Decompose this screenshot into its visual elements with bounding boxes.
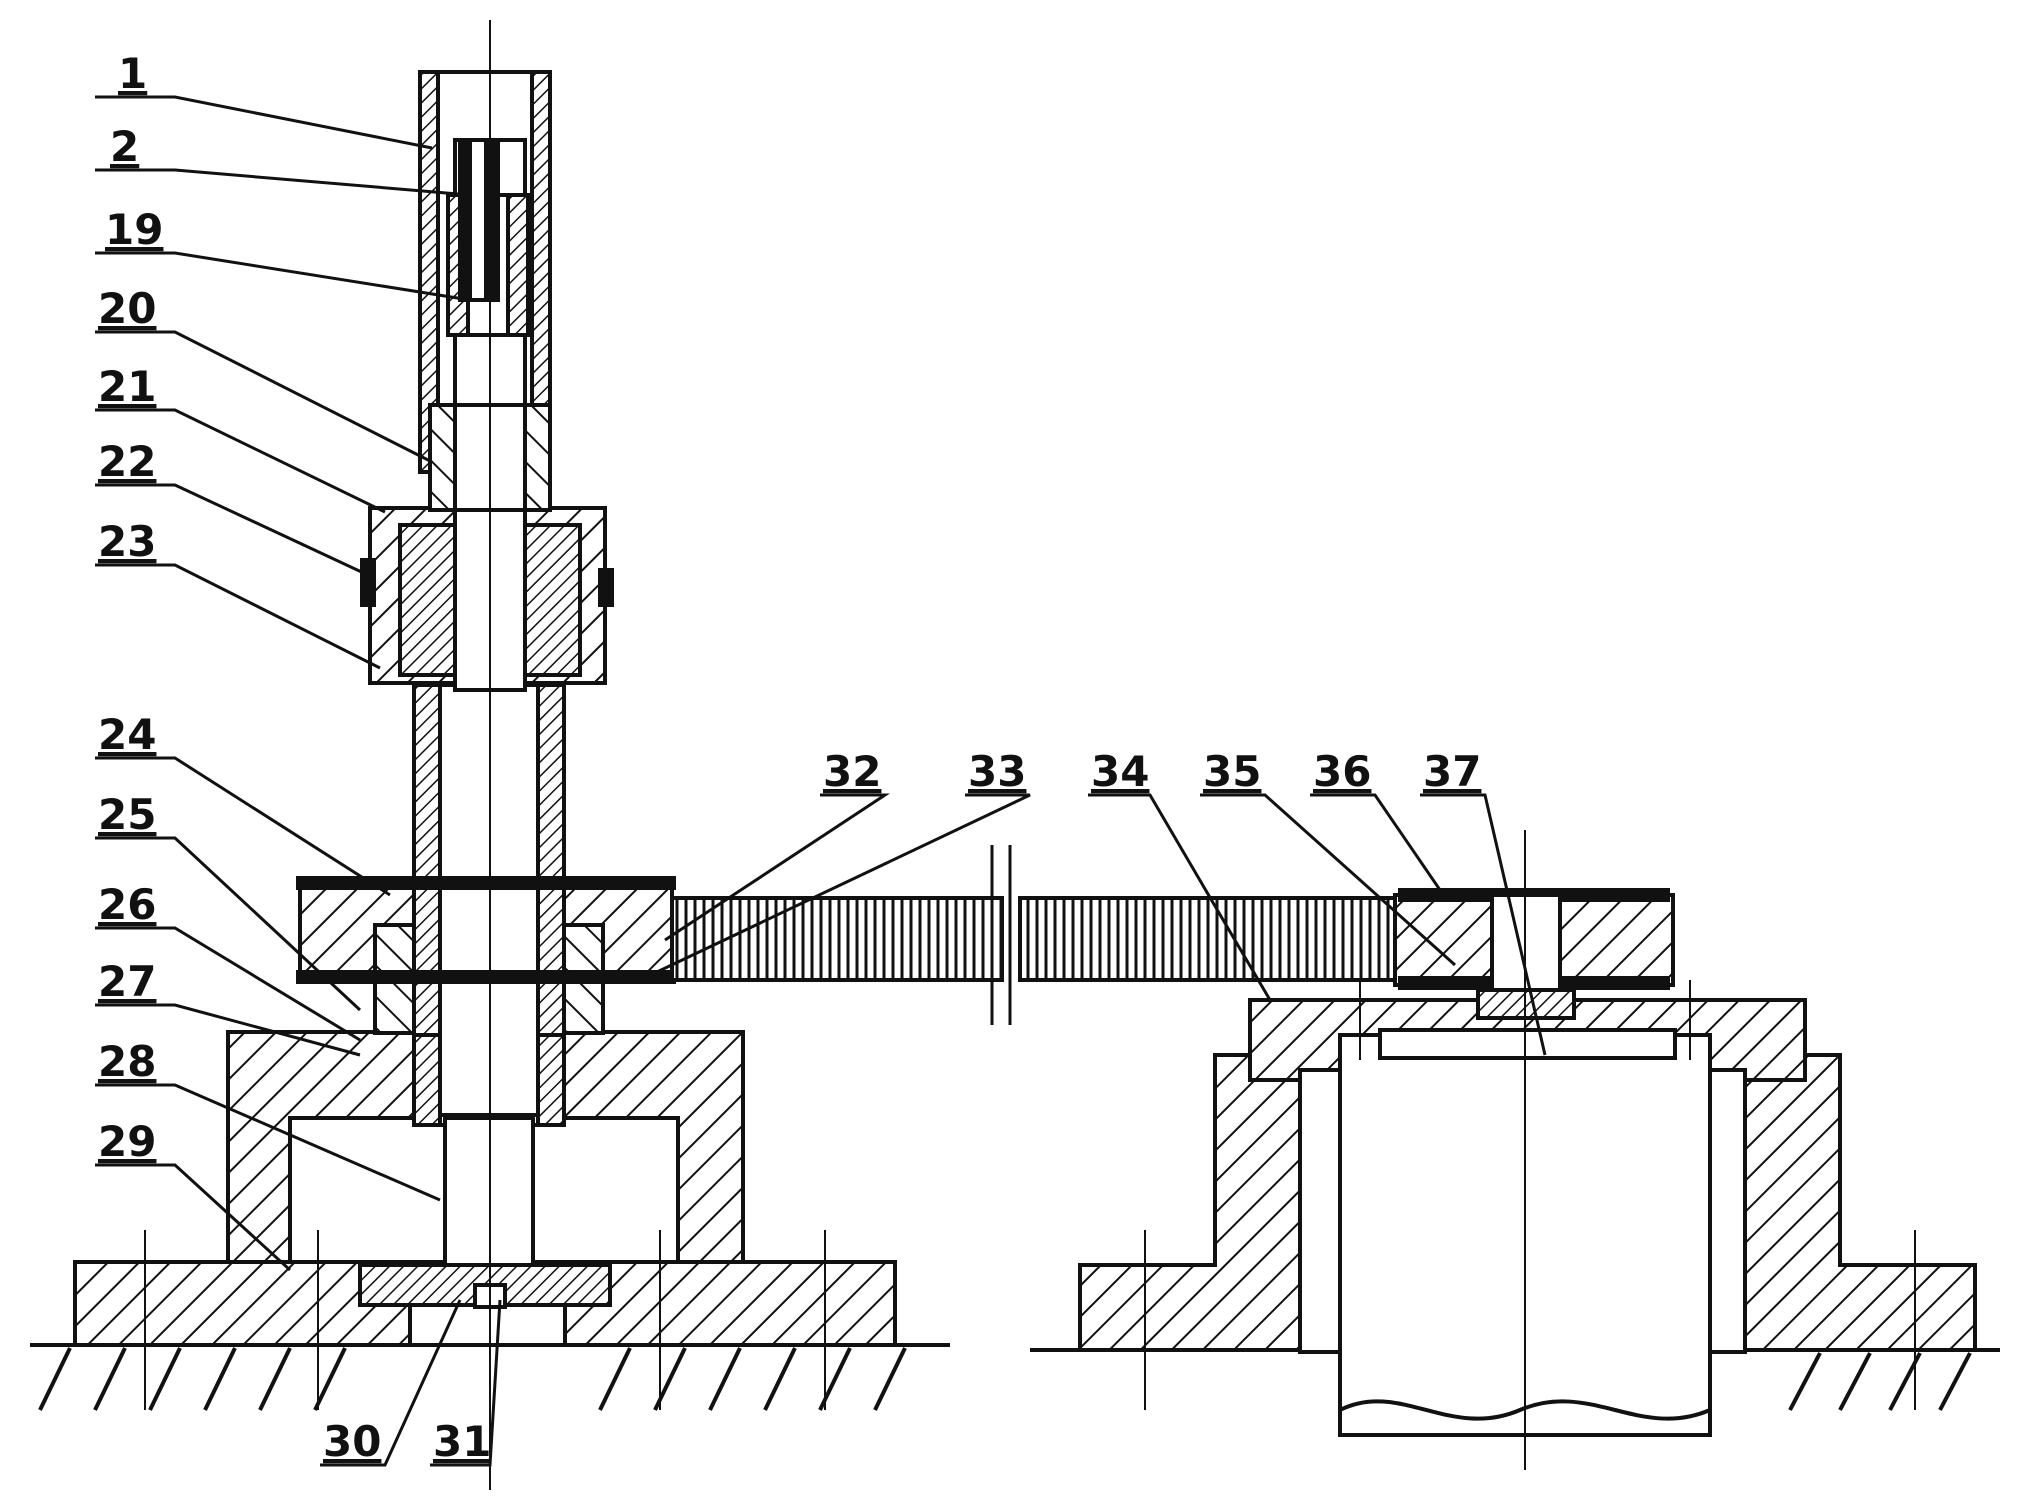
left-assembly	[30, 20, 950, 1490]
label-34: 34	[1091, 747, 1149, 796]
right-assembly	[1030, 830, 2000, 1470]
label-35: 35	[1203, 747, 1261, 796]
label-1: 1	[118, 49, 147, 98]
label-20: 20	[98, 284, 156, 333]
label-36: 36	[1313, 747, 1371, 796]
connecting-bar	[670, 845, 1397, 1025]
label-2: 2	[110, 122, 139, 171]
part-labels: 1 2 19 20 21 22 23 24 25 26 27 28 29 30 …	[98, 49, 1481, 1466]
label-28: 28	[98, 1037, 156, 1086]
label-21: 21	[98, 362, 156, 411]
label-30: 30	[323, 1417, 381, 1466]
label-29: 29	[98, 1117, 156, 1166]
label-19: 19	[105, 205, 163, 254]
label-37: 37	[1423, 747, 1481, 796]
label-24: 24	[98, 710, 156, 759]
label-26: 26	[98, 880, 156, 929]
label-22: 22	[98, 437, 156, 486]
label-23: 23	[98, 517, 156, 566]
label-25: 25	[98, 790, 156, 839]
label-31: 31	[433, 1417, 491, 1466]
label-27: 27	[98, 957, 156, 1006]
label-32: 32	[823, 747, 881, 796]
leader-lines	[95, 95, 1547, 1467]
label-33: 33	[968, 747, 1026, 796]
